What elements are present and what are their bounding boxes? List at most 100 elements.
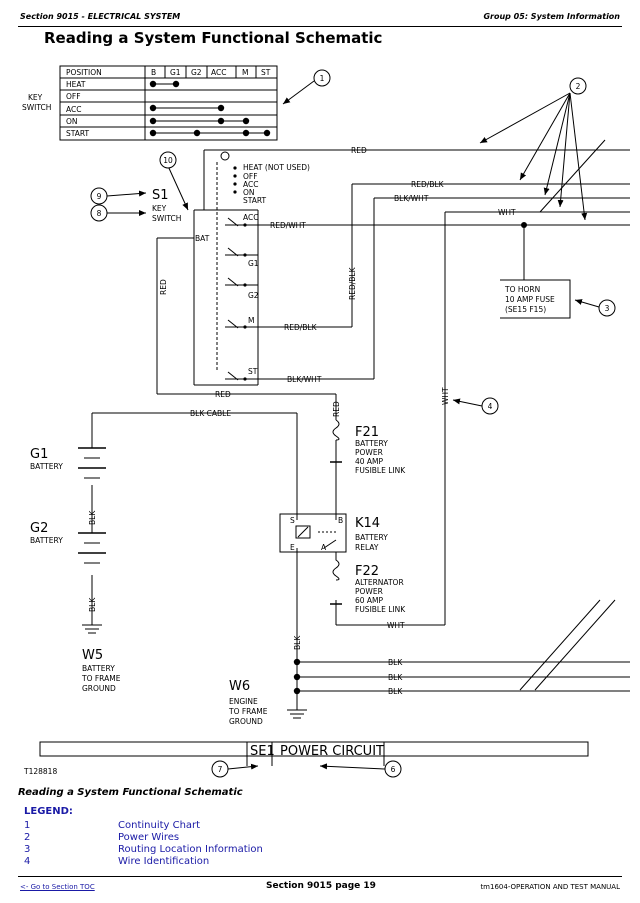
k14-term-s: S — [290, 516, 295, 525]
page-header: Section 9015 - ELECTRICAL SYSTEM Group 0… — [18, 10, 622, 27]
callout-6-label: 6 — [391, 765, 396, 774]
wire-label-blk-v3: BLK — [293, 635, 302, 650]
chart-col-acc: ACC — [211, 68, 226, 77]
wire-label-blk-v1: BLK — [88, 510, 97, 525]
callout-7 — [211, 760, 229, 778]
s1-name-key: KEY — [152, 204, 167, 213]
legend-text: Routing Location Information — [118, 844, 263, 855]
w6-id: W6 — [229, 679, 250, 694]
f22-line-3: 60 AMP — [355, 596, 384, 605]
k14-term-a: A — [321, 543, 327, 552]
callout-1-label: 1 — [320, 74, 325, 83]
callout-leaders — [106, 80, 600, 770]
callout-4 — [481, 397, 499, 415]
k14-relay-box — [279, 513, 347, 553]
continuity-dots — [149, 80, 271, 137]
legend-number: 3 — [24, 844, 31, 855]
s1-id: S1 — [152, 188, 169, 203]
callout-8-label: 8 — [97, 209, 102, 218]
wire-label-red-blk-v: RED/BLK — [348, 266, 357, 300]
horn-line-1: TO HORN — [504, 285, 540, 294]
chart-col-m: M — [242, 68, 248, 77]
chart-row-heat: HEAT — [66, 80, 86, 89]
k14-term-e: E — [290, 543, 295, 552]
se1-name: POWER CIRCUIT — [280, 744, 384, 759]
chart-col-g2: G2 — [191, 68, 202, 77]
k14-term-b: B — [338, 516, 343, 525]
battery-symbols — [78, 447, 307, 719]
f21-line-4: FUSIBLE LINK — [355, 466, 406, 475]
f21-fuse-symbol — [332, 419, 340, 441]
callout-2 — [569, 77, 587, 95]
se1-id: SE1 — [250, 744, 275, 759]
callout-4-label: 4 — [488, 402, 493, 411]
page-title: Reading a System Functional Schematic — [44, 29, 383, 47]
s1-term-bat: BAT — [195, 234, 210, 243]
wire-label-blk-wht-2: BLK/WHT — [287, 375, 322, 384]
horn-bracket — [500, 279, 571, 319]
legend-text: Wire Identification — [118, 856, 210, 867]
g2-name: BATTERY — [30, 536, 63, 545]
wire-label-wht-2: WHT — [387, 621, 405, 630]
page-number: Section 9015 page 19 — [266, 881, 376, 891]
callout-8 — [90, 204, 108, 222]
f21-id: F21 — [355, 425, 379, 440]
wire-label-red-v: RED — [159, 279, 168, 295]
callout-2-label: 2 — [576, 82, 581, 91]
w5-id: W5 — [82, 648, 103, 663]
g1-name: BATTERY — [30, 462, 63, 471]
f22-line-2: POWER — [355, 587, 383, 596]
f22-id: F22 — [355, 564, 379, 579]
f22-line-1: ALTERNATOR — [355, 578, 404, 587]
chart-row-start: START — [66, 129, 90, 138]
legend-number: 1 — [24, 820, 31, 831]
section-toc-link[interactable]: <- Go to Section TOC — [20, 883, 95, 891]
wire-label-blk-2: BLK — [388, 673, 403, 682]
wire-label-red-blk: RED/BLK — [411, 180, 445, 189]
f21-line-3: 40 AMP — [355, 457, 384, 466]
f22-fuse-symbol — [332, 552, 340, 581]
s1-term-g2: G2 — [248, 291, 259, 300]
callout-3-label: 3 — [605, 304, 610, 313]
w5-line-2: TO FRAME — [81, 674, 121, 683]
wire-label-wht: WHT — [498, 208, 516, 217]
s1-pos-heat: HEAT (NOT USED) — [243, 163, 310, 172]
wire-label-blk-1: BLK — [388, 658, 403, 667]
legend-text: Continuity Chart — [118, 820, 201, 831]
s1-term-g1: G1 — [248, 259, 259, 268]
callout-3 — [598, 299, 616, 317]
s1-pos-acc: ACC — [243, 180, 258, 189]
chart-row-off: OFF — [66, 92, 81, 101]
s1-pos-start: START — [243, 196, 267, 205]
callout-7-label: 7 — [218, 765, 223, 774]
chart-side-label-key: KEY — [28, 93, 43, 102]
key-switch-contacts — [216, 151, 258, 381]
chart-col-g1: G1 — [170, 68, 181, 77]
switch-terminal-dots — [233, 166, 247, 381]
f21-line-2: POWER — [355, 448, 383, 457]
wire-junctions — [293, 222, 527, 695]
wire-label-blk-3: BLK — [388, 687, 403, 696]
s1-pos-on: ON — [243, 188, 255, 197]
section-title: Section 9015 - ELECTRICAL SYSTEM — [20, 12, 181, 21]
continuity-chart — [59, 65, 278, 141]
g2-id: G2 — [30, 521, 48, 536]
break-lines — [519, 139, 616, 691]
chart-row-acc: ACC — [66, 105, 81, 114]
w5-line-3: GROUND — [82, 684, 116, 693]
manual-name: tm1604-OPERATION AND TEST MANUAL — [480, 883, 620, 891]
legend-title: LEGEND: — [24, 806, 73, 817]
horn-line-3: (SE15 F15) — [505, 305, 546, 314]
chart-row-on: ON — [66, 117, 78, 126]
wire-label-blk-cable: BLK CABLE — [190, 409, 231, 418]
se1-power-circuit-bar — [39, 741, 589, 757]
callout-9 — [90, 187, 108, 205]
wire-label-blk-wht: BLK/WHT — [394, 194, 429, 203]
group-title: Group 05: System Information — [483, 12, 620, 21]
s1-name-switch: SWITCH — [152, 214, 181, 223]
wire-label-red-2: RED — [215, 390, 231, 399]
wire-label-wht-v: WHT — [441, 387, 450, 405]
power-wires — [91, 149, 630, 710]
s1-term-st: ST — [248, 367, 258, 376]
